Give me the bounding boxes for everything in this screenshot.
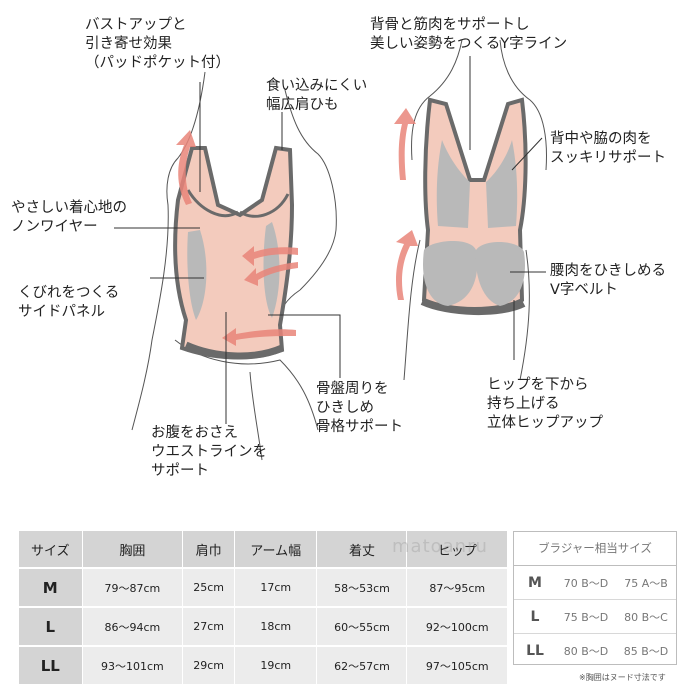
table-cell: 60〜55cm	[316, 606, 407, 646]
table-cell: 85 B〜D	[623, 644, 669, 658]
column-header: アーム幅	[233, 531, 317, 568]
table-cell: 79〜87cm	[81, 567, 183, 607]
column-header: 着丈	[316, 531, 407, 568]
size-table-header-row: サイズ 胸囲 肩巾 アーム幅 着丈 ヒップ	[19, 531, 507, 568]
callout-tummy: お腹をおさえウエストラインをサポート	[151, 425, 267, 479]
table-cell: 93〜101cm	[81, 645, 183, 684]
product-illustration	[114, 39, 547, 461]
table-cell: 75 A〜B	[624, 576, 668, 590]
callout-strap: 食い込みにくい幅広肩ひも	[266, 78, 368, 113]
table-cell: 58〜53cm	[316, 567, 407, 607]
front-arrows	[176, 130, 298, 346]
front-garment	[173, 145, 295, 360]
size-cell: M	[19, 567, 82, 607]
table-cell: 70 B〜D	[563, 576, 609, 590]
bra-size-table: ブラジャー相当サイズ M 70 B〜D 75 A〜B L 75 B〜D 80 B…	[513, 531, 677, 665]
size-cell: L	[19, 606, 82, 646]
back-arrows	[394, 108, 418, 300]
table-cell: 19cm	[233, 645, 317, 684]
table-row: LL 80 B〜D 85 B〜D	[514, 634, 676, 667]
back-figure	[403, 39, 547, 381]
table-cell: 87〜95cm	[406, 567, 507, 607]
table-cell: 29cm	[182, 645, 235, 684]
size-cell: M	[528, 574, 542, 591]
table-row: L 86〜94cm 27cm 18cm 60〜55cm 92〜100cm	[19, 606, 507, 646]
table-row: L 75 B〜D 80 B〜C	[514, 600, 676, 634]
table-cell: 17cm	[233, 567, 317, 607]
bra-table-title: ブラジャー相当サイズ	[514, 532, 676, 566]
column-header: 肩巾	[182, 531, 235, 568]
column-header: 胸囲	[81, 531, 183, 568]
callout-back: 背中や脇の肉をスッキリサポート	[550, 131, 666, 166]
table-cell: 86〜94cm	[81, 606, 183, 646]
table-cell: 80 B〜D	[563, 644, 609, 658]
callout-pelvis: 骨盤周りをひきしめ骨格サポート	[316, 381, 403, 435]
table-cell: 80 B〜C	[624, 610, 668, 624]
table-cell: 27cm	[182, 606, 235, 646]
table-cell: 97〜105cm	[406, 645, 507, 684]
footnote: ※胸囲はヌード寸法です	[579, 673, 666, 682]
leader-lines	[114, 56, 546, 424]
table-cell: 25cm	[182, 567, 235, 607]
column-header: サイズ	[19, 531, 82, 568]
table-cell: 92〜100cm	[406, 606, 507, 646]
table-row: M 79〜87cm 25cm 17cm 58〜53cm 87〜95cm	[19, 567, 507, 607]
size-cell: LL	[19, 645, 82, 684]
table-cell: 18cm	[233, 606, 317, 646]
table-row: LL 93〜101cm 29cm 19cm 62〜57cm 97〜105cm	[19, 645, 507, 684]
watermark: matoanru	[392, 536, 488, 557]
callout-posture: 背骨と筋肉をサポートし美しい姿勢をつくるY字ライン	[370, 17, 568, 52]
callout-no-wire: やさしい着心地のノンワイヤー	[11, 200, 127, 235]
size-cell: LL	[526, 642, 544, 659]
callout-hip: ヒップを下から持ち上げる立体ヒップアップ	[487, 377, 603, 431]
table-cell: 75 B〜D	[563, 610, 609, 624]
size-cell: L	[530, 608, 540, 625]
callout-side-panel: くびれをつくるサイドパネル	[18, 285, 120, 320]
column-header: ヒップ	[406, 531, 507, 568]
table-cell: 62〜57cm	[316, 645, 407, 684]
back-garment	[420, 97, 528, 316]
size-table: サイズ 胸囲 肩巾 アーム幅 着丈 ヒップ M 79〜87cm 25cm 17c…	[19, 531, 507, 684]
callout-bust-up: バストアップと引き寄せ効果（パッドポケット付）	[85, 17, 230, 71]
table-row: M 70 B〜D 75 A〜B	[514, 566, 676, 600]
